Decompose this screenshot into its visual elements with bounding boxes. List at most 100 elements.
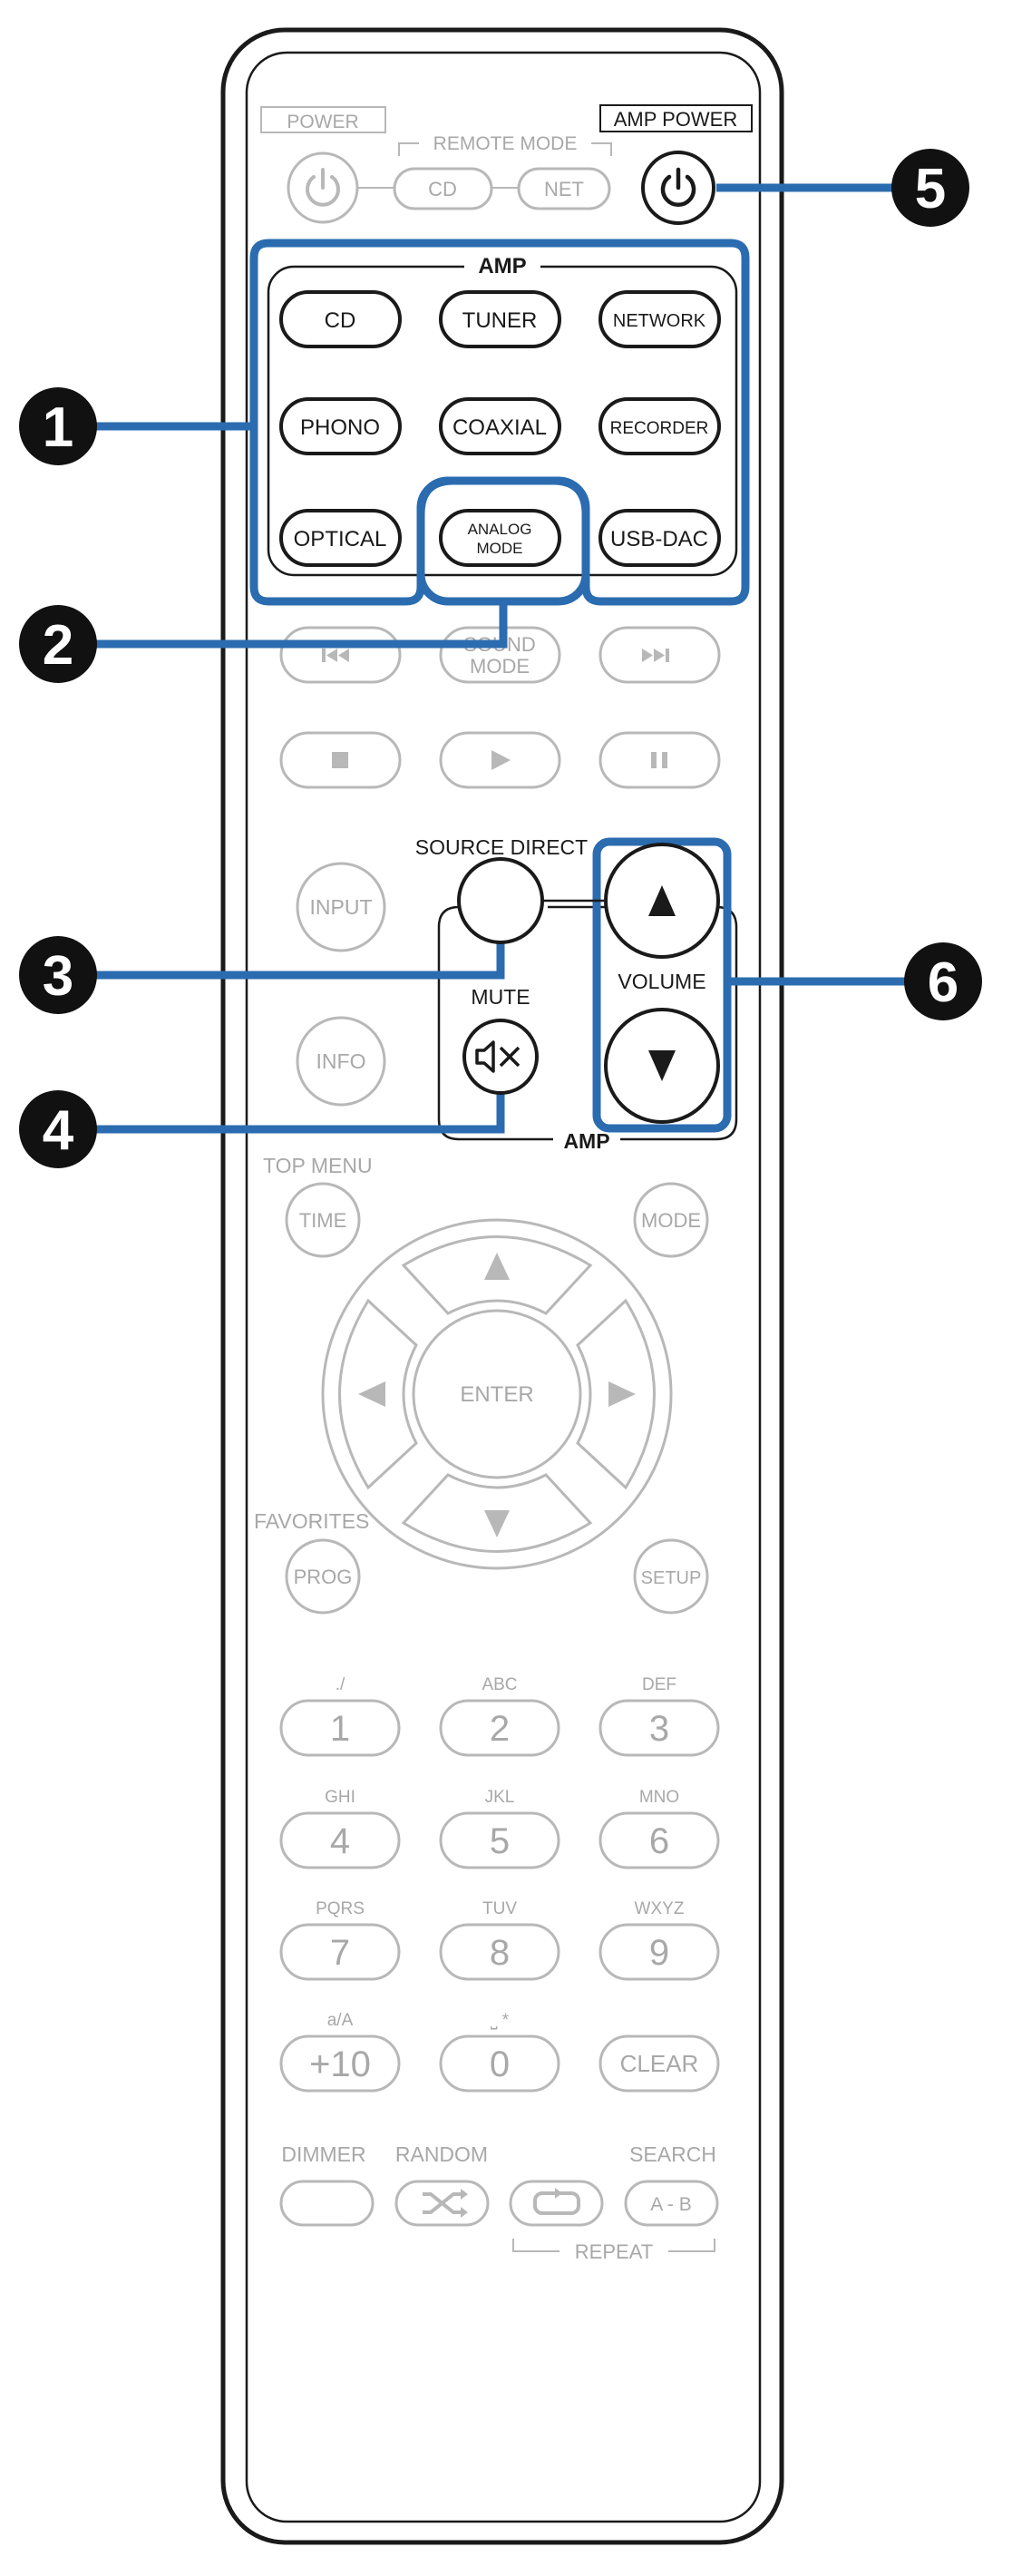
skip-forward-button[interactable]	[598, 626, 721, 684]
remote-mode-net-button[interactable]: NET	[517, 167, 611, 210]
dpad-right-icon	[608, 1381, 636, 1407]
dimmer-button[interactable]	[279, 2180, 375, 2227]
number-keypad: ./1ABC2DEF3GHI4JKL5MNO6PQRS7TUV8WXYZ9a/A…	[279, 1675, 720, 2093]
key-7-button[interactable]: 7	[279, 1923, 401, 1981]
amp-button-usb-dac[interactable]: USB-DAC	[598, 509, 721, 567]
amp-button-optical[interactable]: OPTICAL	[279, 509, 402, 567]
key-3-letters: DEF	[642, 1675, 676, 1694]
repeat-button[interactable]	[509, 2180, 604, 2227]
key-7-letters: PQRS	[316, 1899, 365, 1918]
dimmer-label: DIMMER	[281, 2142, 365, 2166]
random-button[interactable]	[394, 2180, 490, 2227]
key-clear-button[interactable]: CLEAR	[598, 2034, 720, 2093]
callout-3-number: 3	[43, 945, 73, 1008]
callout-2-number: 2	[43, 614, 73, 677]
key-3-button[interactable]: 3	[598, 1699, 720, 1757]
key-10-label: +10	[309, 2044, 371, 2084]
amp-group-label: AMP	[478, 254, 526, 278]
dpad-up-icon	[484, 1253, 510, 1280]
enter-button[interactable]	[412, 1309, 582, 1479]
key-8-label: 8	[490, 1933, 510, 1973]
info-button[interactable]: INFO	[296, 1016, 386, 1107]
amp-button-coaxial-label: COAXIAL	[452, 415, 547, 440]
play-button[interactable]	[439, 731, 561, 789]
source-direct-button[interactable]	[457, 857, 544, 944]
amp-button-tuner[interactable]: TUNER	[439, 290, 561, 348]
amp-button-phono[interactable]: PHONO	[279, 397, 402, 455]
key-10-letters: a/A	[327, 2011, 354, 2030]
callout-5-number: 5	[915, 158, 946, 220]
prog-button[interactable]: PROG	[285, 1538, 361, 1615]
ab-button[interactable]: A - B	[624, 2180, 719, 2227]
source-direct-label: SOURCE DIRECT	[415, 835, 588, 859]
play-icon	[491, 750, 511, 770]
key-2-button[interactable]: 2	[439, 1699, 560, 1757]
callout-6-number: 6	[928, 951, 958, 1014]
callout-1-marker: 1	[19, 387, 97, 465]
amp-power-label: AMP POWER	[614, 108, 738, 131]
triangle-down-icon	[648, 1050, 676, 1081]
key-5-label: 5	[490, 1821, 510, 1861]
setup-button[interactable]: SETUP	[633, 1538, 709, 1615]
key-6-label: 6	[649, 1821, 669, 1861]
amp-button-recorder[interactable]: RECORDER	[598, 397, 721, 455]
amp-button-cd-label: CD	[325, 308, 356, 333]
remote-mode-net-label: NET	[544, 178, 584, 200]
power-label-box	[260, 106, 386, 133]
remote-mode-cd-label: CD	[428, 178, 457, 200]
setup-label: SETUP	[641, 1568, 702, 1588]
callout-markers: 1 2 3 4 5 6	[19, 149, 982, 1168]
amp-volume-label: AMP	[563, 1129, 609, 1153]
key-1-button[interactable]: 1	[279, 1699, 401, 1757]
power-button[interactable]	[287, 151, 359, 224]
key-0-button[interactable]: 0	[439, 2034, 560, 2093]
amp-power-label-box	[599, 104, 753, 132]
remote-mode-bracket	[398, 142, 419, 156]
volume-up-button[interactable]	[604, 843, 720, 959]
key-clear-label: CLEAR	[620, 2050, 699, 2077]
key-10-button[interactable]: +10	[279, 2034, 401, 2093]
callout-1-number: 1	[43, 396, 73, 459]
key-7-label: 7	[330, 1933, 350, 1973]
amp-power-button[interactable]	[641, 151, 715, 225]
remote-mode-bracket-right	[591, 142, 612, 156]
key-0-label: 0	[490, 2044, 510, 2084]
key-6-button[interactable]: 6	[598, 1811, 720, 1869]
amp-power-icon	[660, 167, 696, 207]
key-5-button[interactable]: 5	[439, 1811, 560, 1869]
callout-4-marker: 4	[19, 1090, 97, 1168]
amp-button-recorder-label: RECORDER	[610, 419, 709, 438]
mode-button[interactable]: MODE	[633, 1182, 709, 1258]
key-4-button[interactable]: 4	[279, 1811, 401, 1869]
key-2-label: 2	[490, 1709, 510, 1749]
remote-mode-cd-button[interactable]: CD	[393, 167, 493, 210]
power-icon	[306, 168, 340, 207]
callout-4-number: 4	[43, 1099, 74, 1162]
time-button[interactable]: TIME	[285, 1182, 361, 1258]
input-button[interactable]: INPUT	[296, 862, 386, 952]
repeat-bracket-left	[512, 2239, 560, 2252]
key-2-letters: ABC	[482, 1675, 517, 1694]
key-5-letters: JKL	[485, 1788, 515, 1807]
key-9-letters: WXYZ	[635, 1899, 685, 1918]
key-8-button[interactable]: 8	[439, 1923, 560, 1981]
callout-5-marker: 5	[891, 149, 969, 227]
mute-button[interactable]	[462, 1019, 539, 1095]
amp-button-tuner-label: TUNER	[462, 308, 538, 333]
volume-label: VOLUME	[618, 970, 705, 993]
skip-back-button[interactable]	[279, 626, 402, 684]
key-4-letters: GHI	[325, 1788, 355, 1807]
key-9-button[interactable]: 9	[598, 1923, 720, 1981]
key-8-letters: TUV	[482, 1899, 517, 1918]
pause-button[interactable]	[598, 731, 721, 789]
amp-button-network[interactable]: NETWORK	[598, 290, 721, 348]
amp-button-coaxial[interactable]: COAXIAL	[439, 397, 561, 455]
stop-button[interactable]	[279, 731, 402, 789]
random-label: RANDOM	[395, 2142, 488, 2166]
amp-button-network-label: NETWORK	[613, 311, 706, 331]
volume-down-button[interactable]	[604, 1008, 720, 1124]
amp-button-cd[interactable]: CD	[279, 290, 402, 348]
